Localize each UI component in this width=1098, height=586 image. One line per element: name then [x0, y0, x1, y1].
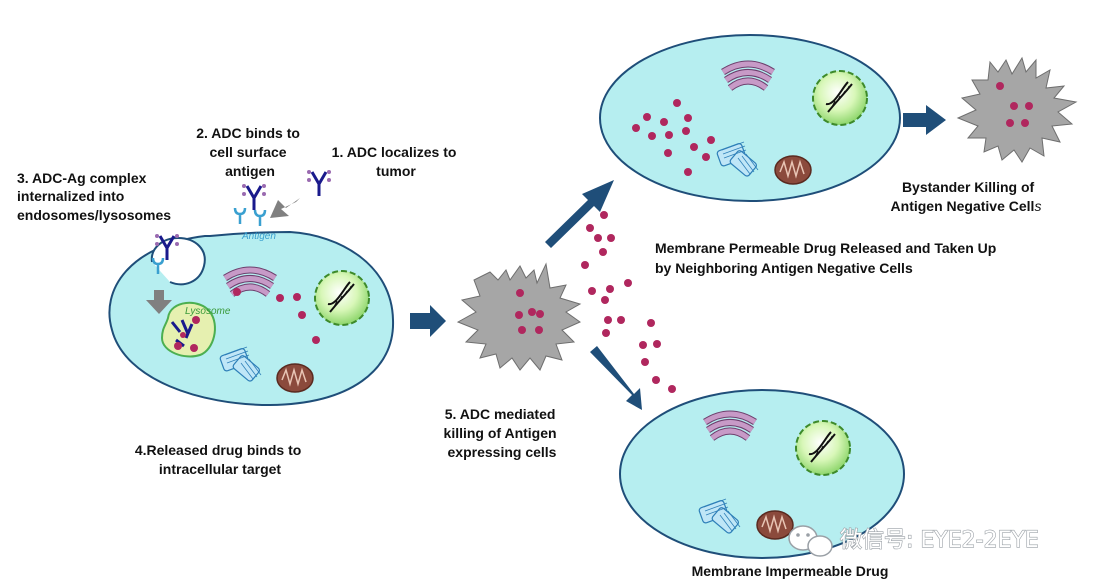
- step2-line1: 2. ADC binds to: [196, 125, 300, 141]
- bystander-line2-suffix: s: [1034, 198, 1041, 214]
- bystander-arrow: [903, 105, 946, 135]
- antigen-negative-cell-permeable: [599, 34, 901, 202]
- step2-line3: antigen: [225, 163, 275, 179]
- antigen-negative-cell-impermeable: [619, 389, 905, 559]
- bystander-dead-cell: [956, 56, 1078, 163]
- step3-line1: 3. ADC-Ag complex: [17, 170, 147, 186]
- bystander-label: Bystander Killing of Antigen Negative Ce…: [891, 179, 1042, 214]
- step3-line3: endosomes/lysosomes: [17, 207, 171, 223]
- step3-line2: internalized into: [17, 188, 124, 204]
- lysosome-tag: Lysosome: [185, 306, 231, 317]
- dying-antigen-positive-cell: [456, 262, 582, 371]
- arrow-to-permeable: [545, 180, 614, 248]
- antigen-tag: Antigen: [241, 231, 276, 242]
- watermark: 微信号: EYE2-2EYE: [788, 525, 1039, 557]
- step1-line2: tumor: [376, 163, 416, 179]
- arrow-to-impermeable: [590, 346, 642, 410]
- step2-line2: cell surface: [210, 144, 287, 160]
- step4-line2: intracellular target: [159, 461, 281, 477]
- step1-line1: 1. ADC localizes to: [332, 144, 457, 160]
- step5-line2: killing of Antigen: [444, 425, 557, 441]
- step3-label: 3. ADC-Ag complex internalized into endo…: [17, 170, 171, 223]
- step4-line1: 4.Released drug binds to: [135, 442, 301, 458]
- bystander-line2-main: Antigen Negative Cell: [891, 198, 1035, 214]
- step5-line1: 5. ADC mediated: [445, 406, 556, 422]
- permeable-line1: Membrane Permeable Drug Released and Tak…: [655, 240, 996, 256]
- impermeable-drug-label: Membrane Impermeable Drug: [692, 563, 889, 579]
- permeable-line2: by Neighboring Antigen Negative Cells: [655, 260, 913, 276]
- released-drug-trail: [581, 211, 676, 393]
- antigen-positive-cell: [108, 230, 395, 407]
- lysosome-icon: [160, 301, 216, 358]
- watermark-text: 微信号: EYE2-2EYE: [840, 528, 1039, 553]
- bystander-line1: Bystander Killing of: [902, 179, 1035, 195]
- step4-label: 4.Released drug binds to intracellular t…: [135, 442, 305, 477]
- wechat-icon: [788, 525, 833, 557]
- bystander-line2: Antigen Negative Cells: [891, 198, 1042, 214]
- kill-arrow: [410, 305, 446, 337]
- step1-label: 1. ADC localizes to tumor: [332, 144, 461, 179]
- internalization-arrow: [146, 290, 172, 314]
- permeable-drug-label: Membrane Permeable Drug Released and Tak…: [655, 240, 1000, 276]
- binding-arrow: [270, 198, 300, 218]
- step2-label: 2. ADC binds to cell surface antigen: [196, 125, 304, 179]
- step5-line3: expressing cells: [448, 444, 557, 460]
- step5-label: 5. ADC mediated killing of Antigen expre…: [444, 406, 561, 460]
